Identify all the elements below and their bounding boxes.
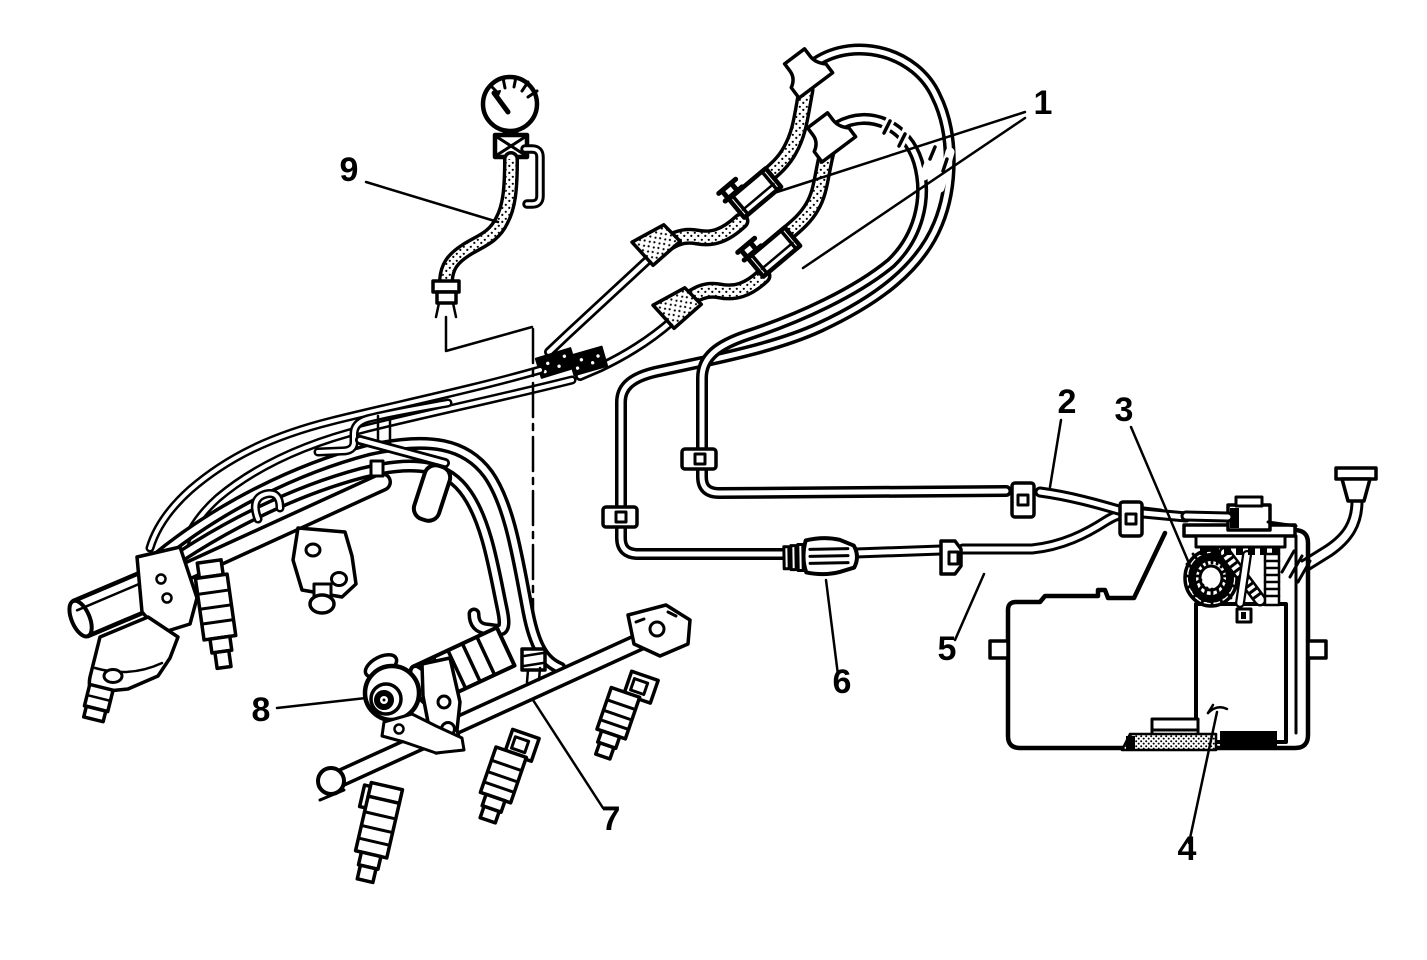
svg-text:3: 3 [1115, 391, 1134, 429]
svg-text:7: 7 [602, 800, 621, 838]
svg-text:9: 9 [340, 151, 359, 189]
svg-text:5: 5 [938, 630, 957, 668]
svg-text:4: 4 [1178, 830, 1197, 868]
svg-text:8: 8 [252, 691, 271, 729]
svg-text:2: 2 [1058, 383, 1077, 421]
svg-text:6: 6 [833, 663, 852, 701]
svg-text:1: 1 [1034, 84, 1053, 122]
